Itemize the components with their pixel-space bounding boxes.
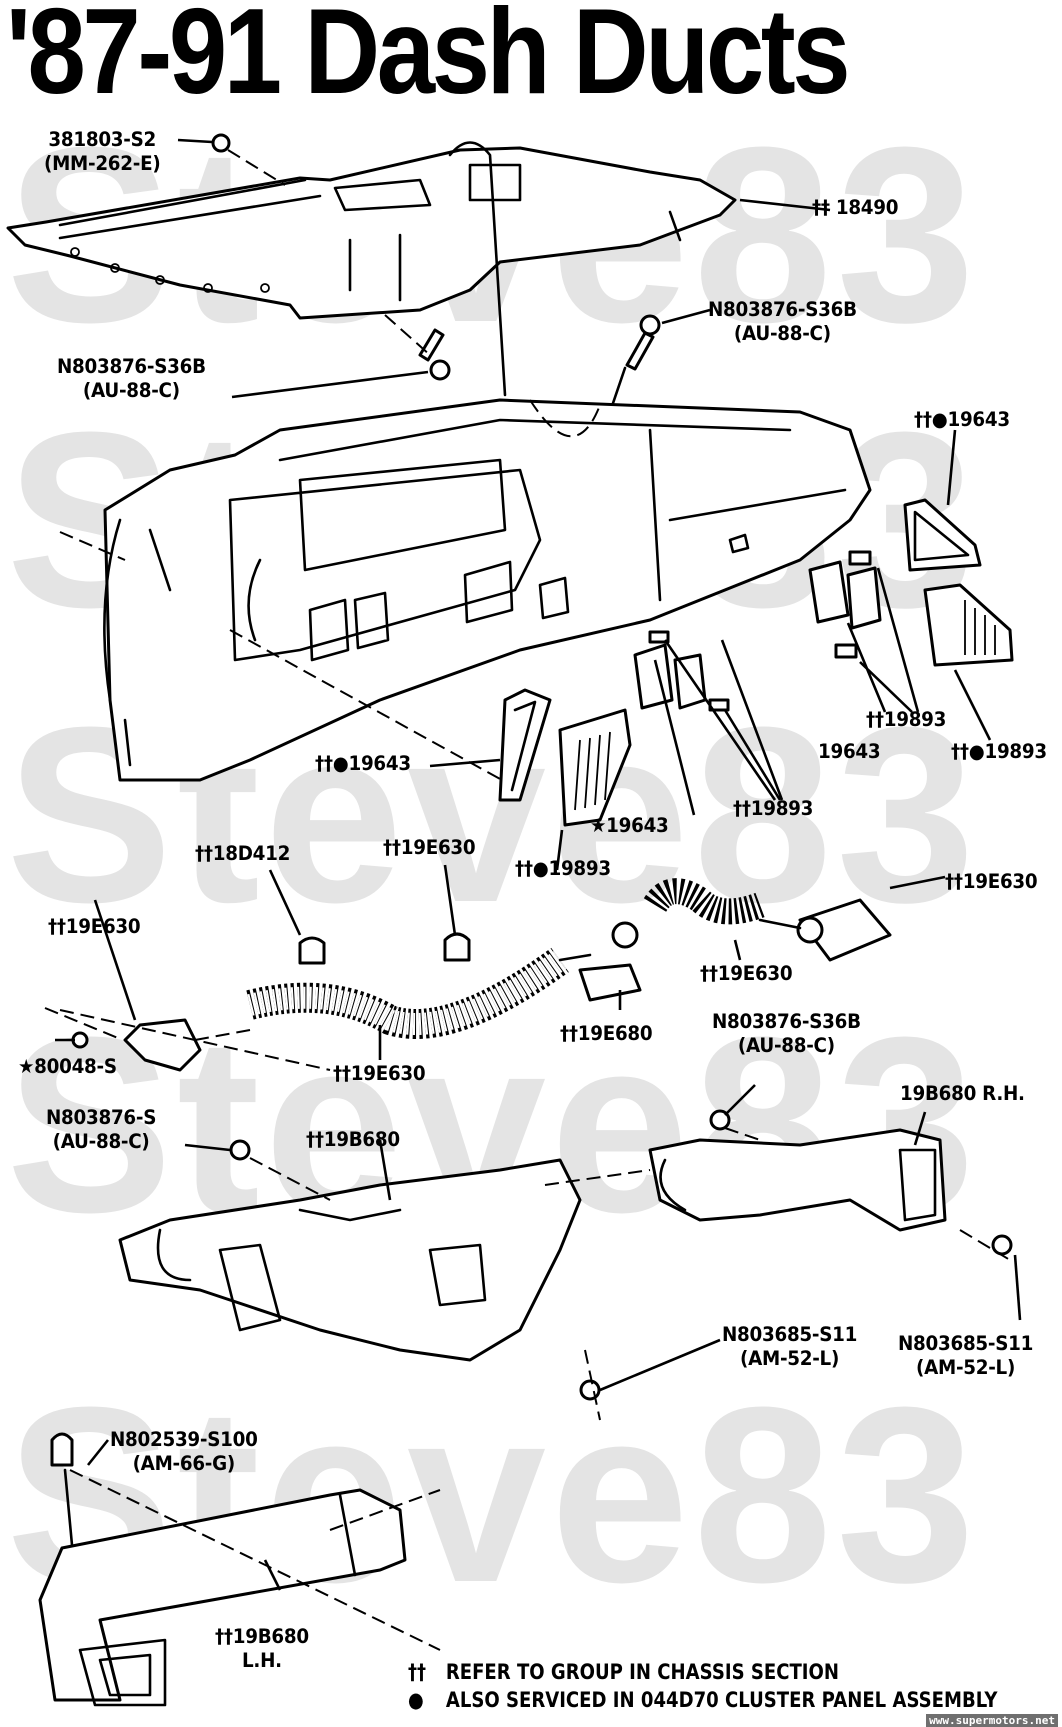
label-n803876-s36b-center: N803876-S36B (AU-88-C) <box>712 1010 861 1057</box>
label-n803685-s11-right: N803685-S11 (AM-52-L) <box>898 1332 1034 1379</box>
lh-duct-drawing <box>38 1432 441 1707</box>
label-19893-right-outer: ††●19893 <box>951 740 1047 763</box>
label-n802539-s100: N802539-S100 (AM-66-G) <box>110 1428 258 1475</box>
hose-assembly-drawing <box>44 878 892 1072</box>
label-19e630-long-hose: ††19E630 <box>333 1062 426 1085</box>
bullet-symbol: ● <box>408 1688 424 1712</box>
legend-text: ALSO SERVICED IN 044D70 CLUSTER PANEL AS… <box>445 1688 998 1712</box>
label-19b680-main: ††19B680 <box>306 1128 400 1151</box>
label-80048-s: ★80048-S <box>18 1055 117 1078</box>
legend: †† REFER TO GROUP IN CHASSIS SECTION ● ALS… <box>408 1658 998 1714</box>
double-dagger-symbol: †† <box>408 1660 427 1684</box>
label-19e630-short-hose: ††19E630 <box>700 962 793 985</box>
label-19643-star: ★19643 <box>590 814 669 837</box>
label-19b680-rh: 19B680 R.H. <box>900 1082 1025 1105</box>
label-19e680: ††19E680 <box>560 1022 653 1045</box>
label-19b680-lh: ††19B680 L.H. <box>215 1625 309 1672</box>
nut-381803 <box>211 133 231 153</box>
label-19893-center-group: ††19893 <box>733 797 814 820</box>
legend-text: REFER TO GROUP IN CHASSIS SECTION <box>445 1660 839 1684</box>
legend-item: †† REFER TO GROUP IN CHASSIS SECTION <box>408 1658 998 1686</box>
vent-parts-drawing <box>498 498 1014 827</box>
label-19643-right-top: ††●19643 <box>914 408 1010 431</box>
label-n803876-s: N803876-S (AU-88-C) <box>46 1106 157 1153</box>
instrument-panel-drawing <box>59 398 872 791</box>
label-19893-right-group: ††19893 <box>866 708 947 731</box>
label-n803876-s36b-left: N803876-S36B (AU-88-C) <box>57 355 206 402</box>
label-n803685-s11-center: N803685-S11 (AM-52-L) <box>722 1323 858 1370</box>
label-18d412: ††18D412 <box>195 842 291 865</box>
label-n803876-s36b-right: N803876-S36B (AU-88-C) <box>708 298 857 345</box>
site-credit: www.supermotors.net <box>926 1714 1058 1727</box>
label-18490: †† 18490 <box>812 196 899 219</box>
label-19e630-right-nozzle: ††19E630 <box>945 870 1038 893</box>
label-19643-plain: 19643 <box>818 740 881 763</box>
upper-duct-drawing <box>6 141 737 397</box>
label-19e630-clip: ††19E630 <box>383 836 476 859</box>
label-19e630-left-nozzle: ††19E630 <box>48 915 141 938</box>
legend-item: ● ALSO SERVICED IN 044D70 CLUSTER PANEL A… <box>408 1686 998 1714</box>
label-19643-left: ††●19643 <box>315 752 411 775</box>
label-381803-s2: 381803-S2 (MM-262-E) <box>44 128 161 175</box>
label-19893-left-outer: ††●19893 <box>515 857 611 880</box>
page-title: '87-91 Dash Ducts <box>6 0 851 119</box>
main-duct-drawing <box>118 1109 1013 1421</box>
screw-left-upper <box>231 314 451 399</box>
